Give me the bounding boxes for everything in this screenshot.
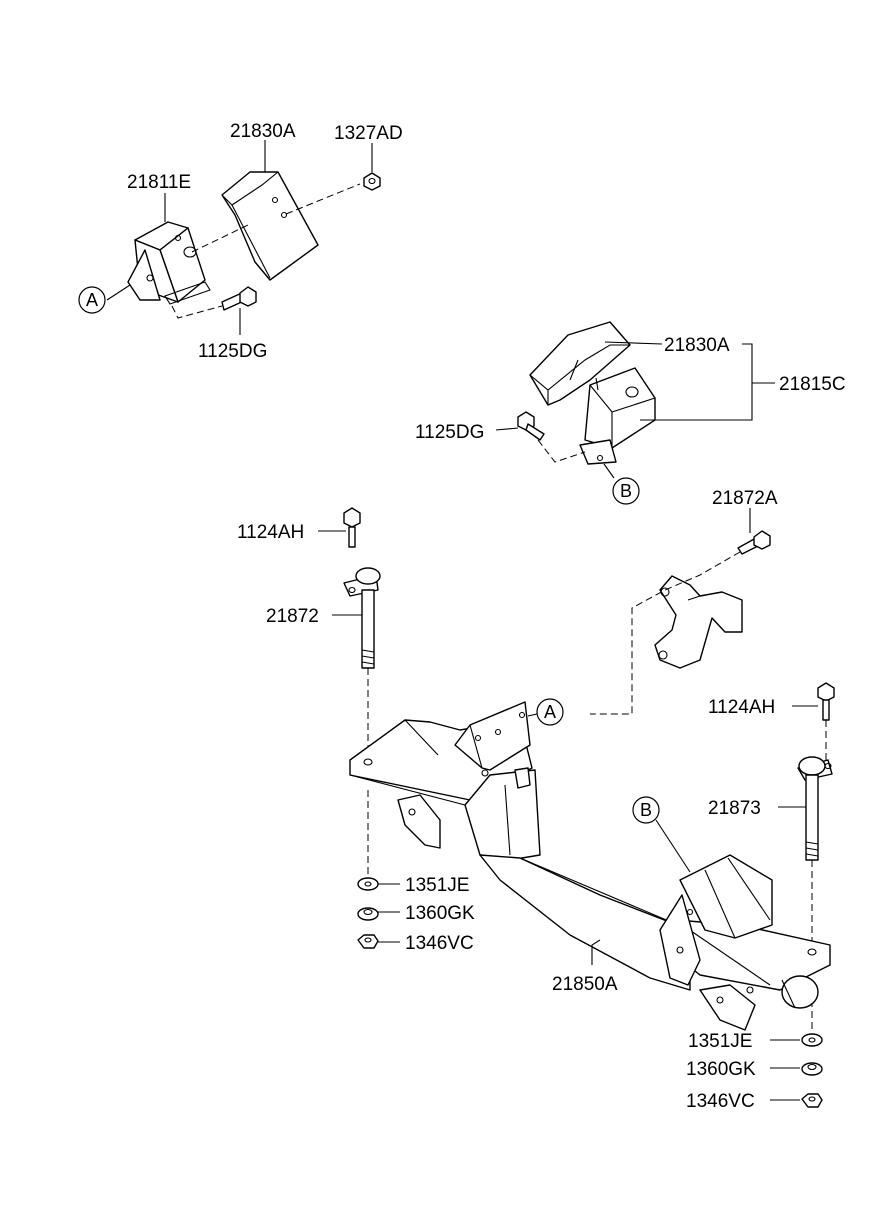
bolt-1125DG-top	[221, 286, 257, 311]
label-21811E: 21811E	[127, 172, 191, 193]
callout-a-frame: A	[536, 698, 564, 726]
label-1124AH-right: 1124AH	[708, 697, 775, 718]
nut-1327AD	[363, 172, 381, 191]
nut-1346VC-left	[357, 934, 379, 949]
label-1351JE-left: 1351JE	[405, 875, 469, 896]
label-1125DG-mid: 1125DG	[415, 422, 484, 443]
label-1327AD: 1327AD	[334, 123, 403, 144]
label-21872A: 21872A	[712, 488, 778, 509]
label-21850A: 21850A	[552, 974, 618, 995]
mount-cover-21830A-mid	[529, 321, 631, 406]
label-21830A-top: 21830A	[230, 121, 296, 142]
callout-b-mid: B	[612, 477, 640, 505]
label-1346VC-right: 1346VC	[686, 1091, 755, 1112]
svg-text:B: B	[640, 800, 652, 820]
label-1360GK-right: 1360GK	[686, 1059, 756, 1080]
label-1351JE-right: 1351JE	[688, 1031, 752, 1052]
svg-text:B: B	[620, 481, 632, 501]
bracket-21872A	[654, 575, 743, 669]
nut-1346VC-right	[801, 1093, 823, 1108]
callout-a-top: A	[78, 286, 106, 314]
nut-1360GK-right	[801, 1062, 823, 1076]
label-1125DG-top: 1125DG	[198, 341, 267, 362]
nut-1360GK-left	[357, 907, 379, 921]
bolt-1124AH-left	[343, 507, 361, 548]
washer-1351JE-left	[357, 877, 379, 891]
label-21873: 21873	[708, 798, 761, 819]
washer-1351JE-right	[801, 1033, 823, 1047]
engine-mount-21815C	[579, 367, 656, 465]
bolt-21873	[797, 756, 833, 861]
svg-text:A: A	[86, 290, 98, 310]
label-21815C: 21815C	[779, 374, 846, 395]
label-1124AH-left: 1124AH	[237, 522, 304, 543]
engine-mount-21811E	[127, 221, 211, 305]
bolt-1124AH-right	[817, 682, 835, 721]
crossmember-21850A	[349, 701, 831, 1031]
callout-b-frame: B	[632, 796, 660, 824]
bolt-21872	[343, 567, 381, 669]
bolt-21872A	[737, 530, 771, 555]
label-21872: 21872	[266, 606, 319, 627]
svg-text:A: A	[544, 702, 556, 722]
label-1346VC-left: 1346VC	[405, 933, 474, 954]
bolt-1125DG-mid	[517, 411, 545, 441]
label-21830A-mid: 21830A	[664, 335, 730, 356]
mount-cover-21830A-top	[221, 171, 319, 281]
label-1360GK-left: 1360GK	[405, 903, 475, 924]
